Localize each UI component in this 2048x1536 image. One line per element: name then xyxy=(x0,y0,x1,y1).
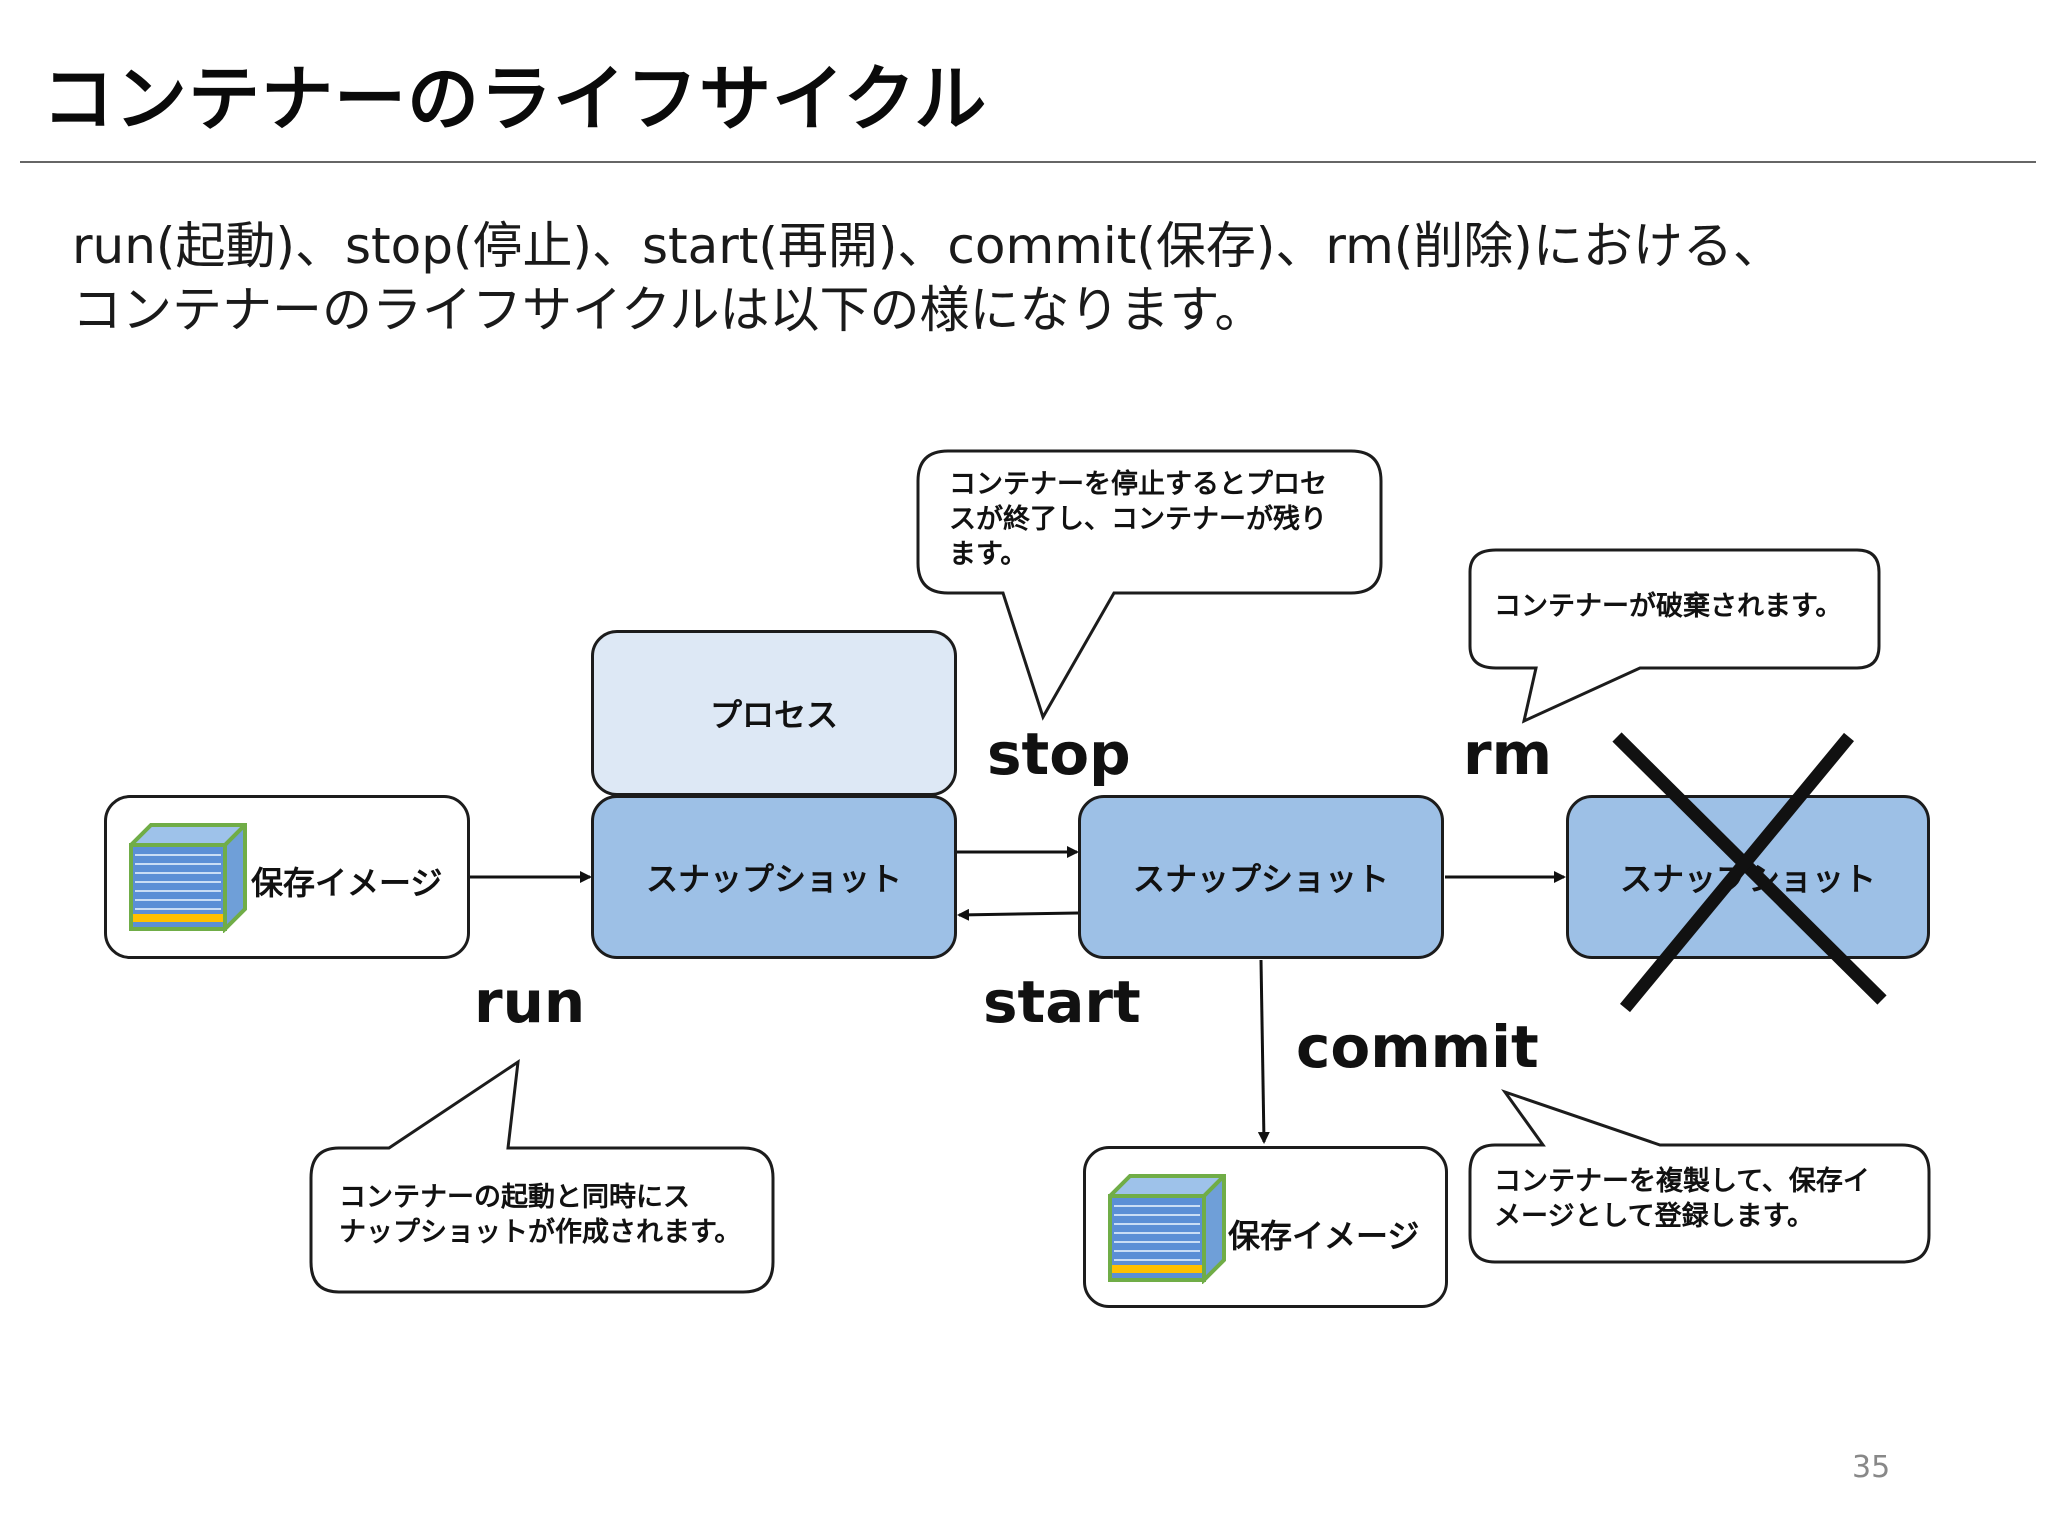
saved-image-box-source: 保存イメージ xyxy=(104,795,470,959)
saved-image-label: 保存イメージ xyxy=(251,864,443,902)
callout-line: ナップショットが作成されます。 xyxy=(339,1217,742,1248)
title-divider xyxy=(20,161,2036,163)
page-number: 35 xyxy=(1852,1450,1891,1485)
command-stop: stop xyxy=(987,720,1131,788)
command-rm: rm xyxy=(1463,720,1553,788)
callout-line: コンテナーが破棄されます。 xyxy=(1494,591,1843,622)
snapshot-label: スナップショット xyxy=(645,860,902,898)
run-callout-bubble xyxy=(309,1058,775,1294)
callout-line: ます。 xyxy=(949,539,1028,570)
callout-line: メージとして登録します。 xyxy=(1494,1201,1814,1232)
callout-line: スが終了し、コンテナーが残り xyxy=(949,504,1327,535)
snapshot-box-stopped: スナップショット xyxy=(1078,795,1444,959)
stop-callout-text: コンテナーを停止するとプロセ スが終了し、コンテナーが残り ます。 xyxy=(949,467,1327,572)
commit-arrow xyxy=(1257,959,1270,1144)
callout-line: コンテナーの起動と同時にス xyxy=(339,1182,690,1213)
commit-callout-bubble xyxy=(1468,1089,1931,1264)
snapshot-box-removed: スナップショット xyxy=(1566,795,1930,959)
commit-callout-text: コンテナーを複製して、保存イ メージとして登録します。 xyxy=(1494,1164,1870,1234)
image-stack-icon xyxy=(1108,1174,1226,1284)
image-stack-icon xyxy=(129,823,247,933)
run-callout-text: コンテナーの起動と同時にス ナップショットが作成されます。 xyxy=(339,1180,741,1250)
rm-callout-bubble xyxy=(1468,548,1881,724)
rm-callout-text: コンテナーが破棄されます。 xyxy=(1494,589,1842,624)
command-run: run xyxy=(474,968,586,1036)
command-start: start xyxy=(983,968,1141,1036)
lead-text-line-1: run(起動)、stop(停止)、start(再開)、commit(保存)、rm… xyxy=(72,217,1783,275)
callout-line: コンテナーを停止するとプロセ xyxy=(949,469,1327,500)
snapshot-label: スナップショット xyxy=(1132,860,1389,898)
slide-title: コンテナーのライフサイクル xyxy=(42,57,988,141)
lead-text-line-2: コンテナーのライフサイクルは以下の様になります。 xyxy=(72,281,1265,339)
command-commit: commit xyxy=(1296,1013,1539,1081)
process-box: プロセス xyxy=(591,630,957,796)
saved-image-box-committed: 保存イメージ xyxy=(1083,1146,1448,1308)
process-label: プロセス xyxy=(709,696,838,734)
stop-callout-bubble xyxy=(916,449,1383,721)
saved-image-label: 保存イメージ xyxy=(1228,1217,1420,1255)
callout-line: コンテナーを複製して、保存イ xyxy=(1494,1166,1870,1197)
start-arrow xyxy=(957,908,1079,921)
snapshot-box-running: スナップショット xyxy=(591,795,957,959)
